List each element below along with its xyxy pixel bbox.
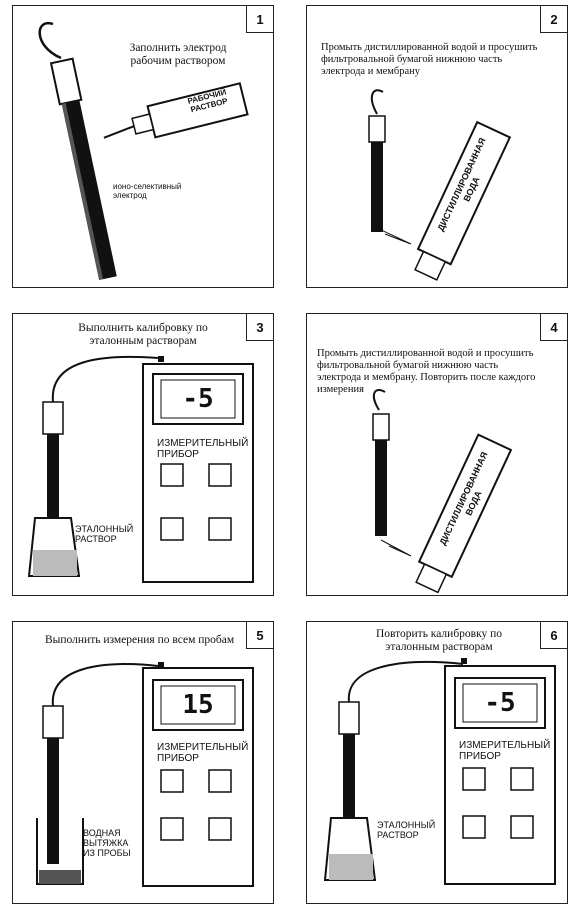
step-caption: Выполнить калибровку по эталонным раство… [78, 322, 208, 347]
meter-label: ИЗМЕРИТЕЛЬНЫЙ ПРИБОР [157, 438, 249, 460]
step-caption: Повторить калибровку по эталонным раство… [375, 628, 503, 653]
recalibration-illustration [323, 658, 556, 885]
solution-label: ЭТАЛОННЫЙ РАСТВОР [377, 820, 436, 840]
rinse-illustration [372, 389, 513, 594]
step-caption: Промыть дистиллированной водой и просуши… [321, 42, 538, 77]
meter-display: -5 [484, 688, 516, 718]
step-number: 1 [246, 6, 273, 33]
step-number: 3 [246, 314, 273, 341]
meter-display: -5 [182, 384, 214, 414]
meter-label: ИЗМЕРИТЕЛЬНЫЙ ПРИБОР [459, 740, 551, 762]
panel-5: 5 Выполнить измерения по всем пробам 15 … [12, 621, 274, 904]
measurement-illustration [36, 662, 254, 887]
step-caption: Выполнить измерения по всем пробам [45, 634, 235, 646]
step-caption: Заполнить электрод рабочим раствором [129, 42, 227, 67]
panel-6: 6 Повторить калибровку по эталонным раст… [306, 621, 568, 904]
calibration-illustration [27, 355, 254, 583]
panel-2: 2 Промыть дистиллированной водой и просу… [306, 5, 568, 288]
panel-4: 4 Промыть дистиллированной водой и просу… [306, 313, 568, 596]
step-caption: Промыть дистиллированной водой и просуши… [317, 348, 536, 395]
step-number: 4 [540, 314, 567, 341]
step-number: 6 [540, 622, 567, 649]
panel-1: 1 Заполнить электрод рабочим раствором Р… [12, 5, 274, 288]
meter-label: ИЗМЕРИТЕЛЬНЫЙ ПРИБОР [157, 742, 249, 764]
meter-display: 15 [182, 690, 214, 720]
electrode-fill-illustration [38, 21, 249, 280]
step-number: 2 [540, 6, 567, 33]
solution-label: ВОДНАЯ ВЫТЯЖКА ИЗ ПРОБЫ [83, 828, 131, 858]
rinse-illustration [368, 89, 512, 281]
electrode-label: ионо-селективный электрод [113, 182, 182, 200]
solution-label: ЭТАЛОННЫЙ РАСТВОР [75, 524, 134, 544]
step-number: 5 [246, 622, 273, 649]
panel-3: 3 Выполнить калибровку по эталонным раст… [12, 313, 274, 596]
